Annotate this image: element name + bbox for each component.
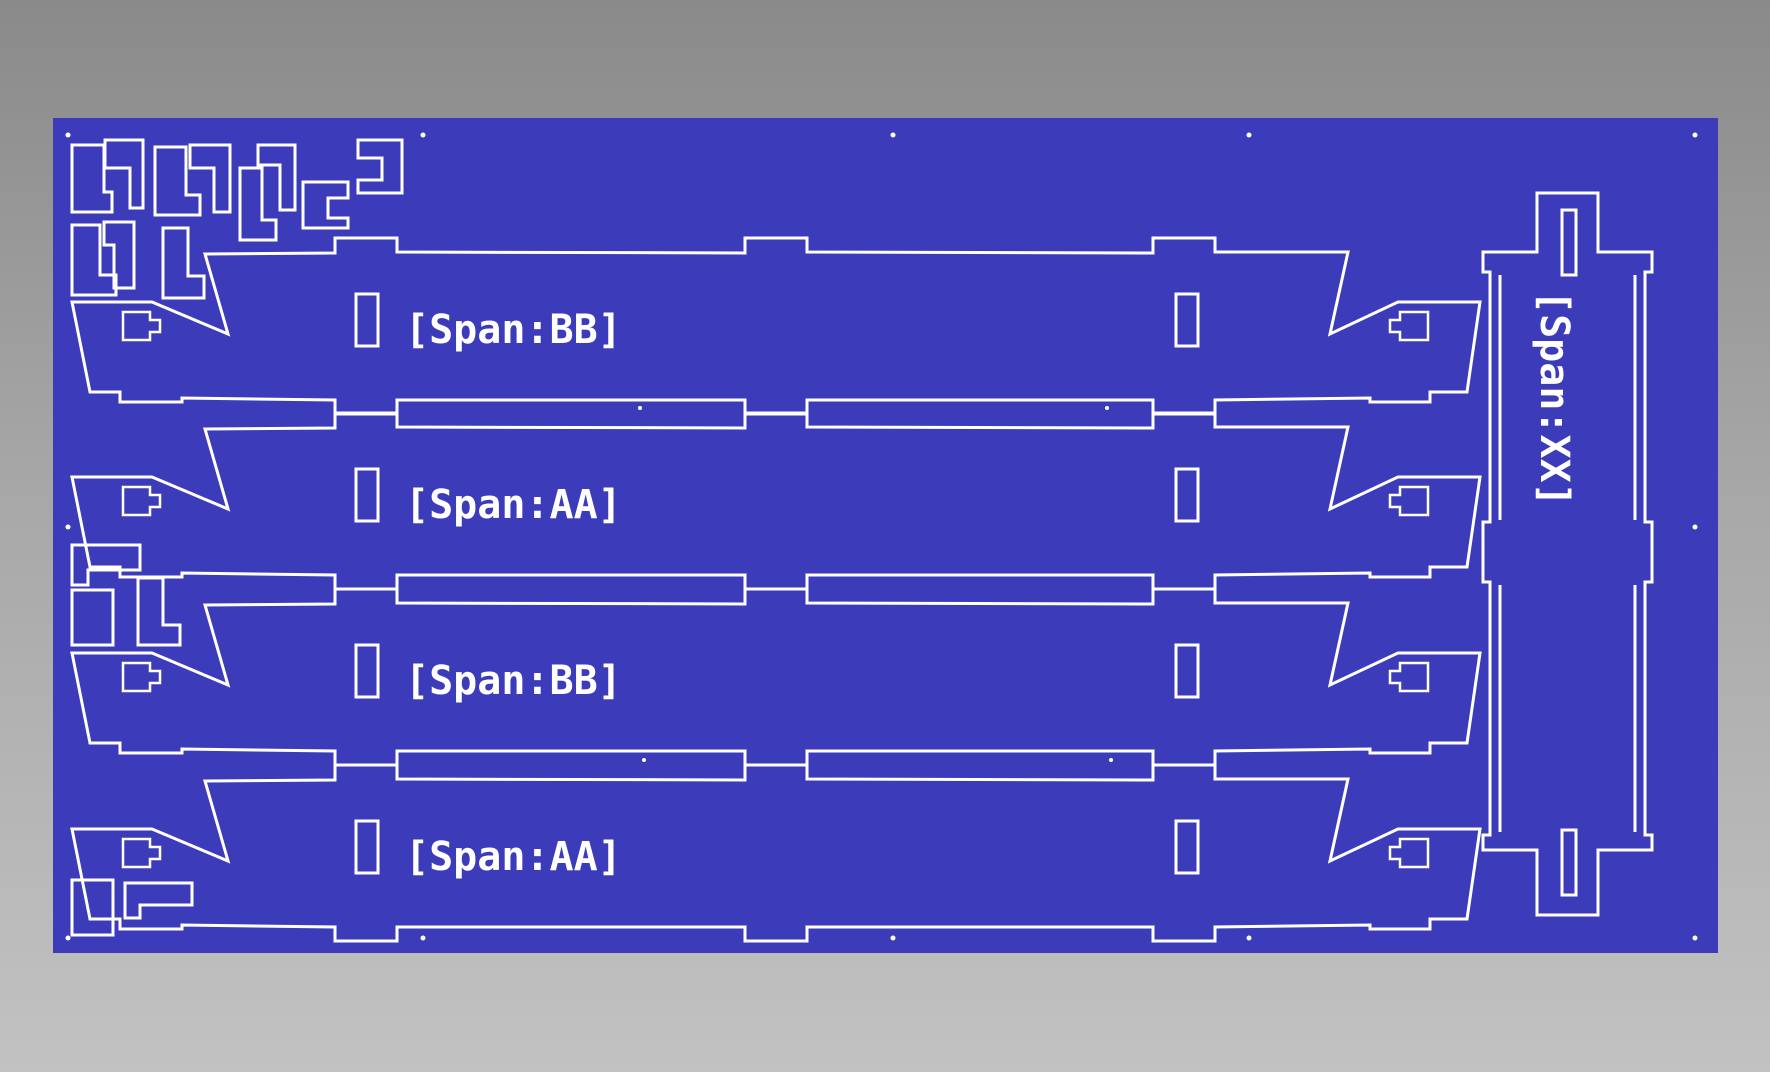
right-slot: [1174, 643, 1200, 699]
span-xx-label: [Span:XX]: [1531, 290, 1577, 507]
left-hook: [121, 837, 162, 869]
right-hook: [1388, 310, 1430, 342]
span-aa-strip-2: [Span:AA]: [70, 763, 1482, 943]
right-slot: [1174, 292, 1200, 348]
span-label: [Span:AA]: [405, 482, 622, 528]
left-hook: [121, 485, 162, 517]
left-slot: [354, 292, 380, 348]
left-slot: [354, 643, 380, 699]
span-aa-strip-1: [Span:AA]: [70, 411, 1482, 591]
left-hook: [121, 310, 162, 342]
left-hook: [121, 661, 162, 693]
right-slot: [1174, 467, 1200, 523]
right-slot: [1174, 819, 1200, 875]
left-slot: [354, 819, 380, 875]
strip-outline: [70, 411, 1482, 591]
registration-dots: [65, 132, 1698, 941]
span-bb-strip-1: [Span:BB]: [70, 236, 1482, 416]
span-bb-strip-2: [Span:BB]: [70, 587, 1482, 767]
right-hook: [1388, 837, 1430, 869]
span-label: [Span:BB]: [405, 307, 622, 353]
strip-outline: [70, 587, 1482, 767]
left-slot: [354, 467, 380, 523]
strip-outline: [70, 236, 1482, 416]
span-label: [Span:AA]: [405, 834, 622, 880]
small-bracket-parts-bottom: [70, 878, 194, 937]
right-hook: [1388, 661, 1430, 693]
span-label: [Span:BB]: [405, 658, 622, 704]
strip-outline: [70, 763, 1482, 943]
span-strip-group: [Span:BB] [Span:AA] [Span:BB] [Span:AA]: [70, 236, 1482, 943]
small-bracket-parts-top: [70, 138, 404, 300]
span-xx-piece: [1481, 191, 1654, 917]
sheet-panel: [53, 118, 1718, 953]
right-hook: [1388, 485, 1430, 517]
